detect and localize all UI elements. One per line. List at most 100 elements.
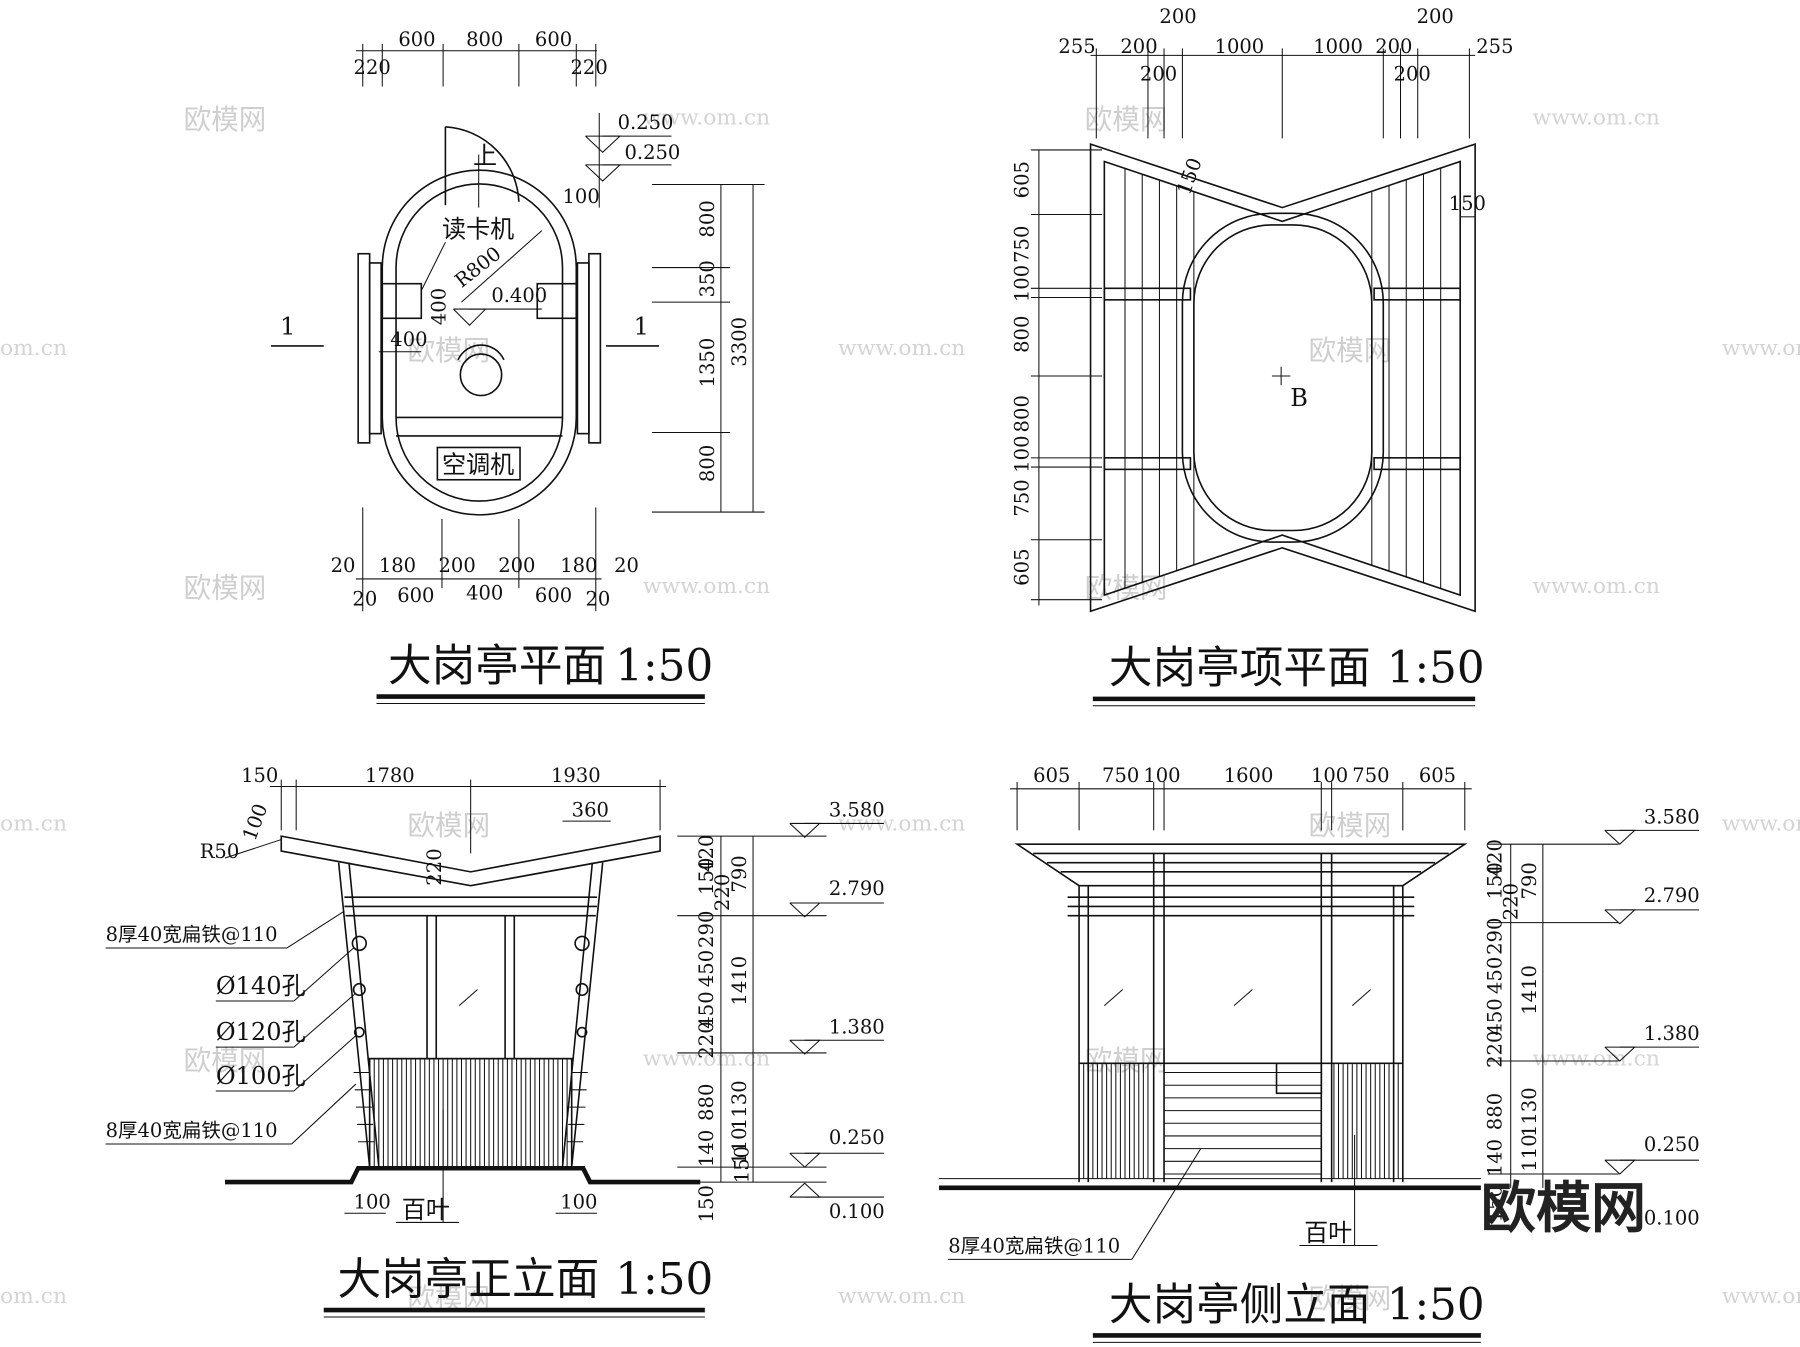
watermark-logo: 欧模网	[184, 103, 267, 136]
side-right-dim: 420	[1484, 839, 1507, 876]
side-right-total: 110	[1518, 1134, 1541, 1171]
side-level: 2.790	[1644, 884, 1700, 907]
plan-bottom-dim: 20	[352, 587, 377, 610]
side-top-dim: 750	[1352, 764, 1389, 787]
plan-bottom-dim: 20	[585, 587, 610, 610]
side-right-total: 1130	[1518, 1087, 1541, 1137]
air-conditioner-label: 空调机	[442, 451, 514, 479]
front-right-total: 110	[728, 1127, 751, 1164]
roof-left-dim: 605	[1011, 161, 1034, 198]
front-right-dim: 140	[695, 1130, 718, 1167]
roof-title: 大岗亭项平面	[1109, 643, 1371, 694]
side-right-dim: 450	[1484, 998, 1507, 1035]
side-level: 1.380	[1644, 1022, 1700, 1045]
watermark-logo: 欧模网	[408, 334, 491, 367]
side-top-dim: 100	[1311, 764, 1348, 787]
plan-right-dim: 350	[696, 260, 719, 297]
front-right-dim: 150	[731, 1146, 754, 1183]
front-title: 大岗亭正立面	[338, 1254, 600, 1305]
watermark-url: www.om.cn	[643, 106, 770, 131]
side-right-dim: 220	[1500, 883, 1523, 920]
side-level: 0.100	[1644, 1207, 1700, 1230]
plan-level: 0.250	[624, 141, 680, 164]
plan-dim-400: 400	[427, 288, 450, 325]
side-top-dim: 100	[1143, 764, 1180, 787]
watermark-url: www.om.cn	[643, 574, 770, 599]
plan-title: 大岗亭平面	[388, 640, 606, 691]
watermark-logo: 欧模网	[1309, 1282, 1392, 1315]
side-top-dim: 750	[1102, 764, 1139, 787]
side-right-dim: 150	[1484, 862, 1507, 899]
roof-top-dim: 200	[1120, 35, 1157, 58]
front-right-dim: 220	[695, 1021, 718, 1058]
front-right-dim: 150	[695, 1185, 718, 1222]
roof-left-dim: 750	[1011, 226, 1034, 263]
side-level: 3.580	[1644, 805, 1700, 828]
front-right-dim: 150	[695, 858, 718, 895]
front-note: Ø140孔	[216, 972, 306, 1000]
front-louver-label: 百叶	[402, 1196, 450, 1224]
front-note: 8厚40宽扁铁@110	[106, 1119, 278, 1142]
watermark-url: www.om.cn	[1722, 1284, 1800, 1309]
plan-bottom-dim: 600	[397, 584, 434, 607]
booth-side-elevation: 605 750 100 1600 100 750 605	[939, 764, 1700, 1343]
plan-top-dim: 800	[466, 28, 503, 51]
plan-bottom-dim: 20	[614, 554, 639, 577]
side-note: 8厚40宽扁铁@110	[948, 1234, 1120, 1257]
side-title: 大岗亭侧立面	[1109, 1279, 1371, 1330]
booth-roof-plan: 200 200 255 200 1000 1000 200 255 200 20…	[1011, 5, 1514, 707]
watermark-url: www.om.cn	[1533, 106, 1660, 131]
booth-front-elevation: 150 1780 1930 360 R50 100 220	[106, 764, 885, 1318]
side-louver-label: 百叶	[1304, 1219, 1352, 1247]
side-right-total: 790	[1518, 862, 1541, 899]
front-right-dim: 450	[695, 991, 718, 1028]
plan-scale: 1:50	[615, 640, 713, 691]
side-right-total: 1410	[1518, 965, 1541, 1015]
roof-dim-150: 150	[1172, 155, 1206, 198]
roof-top-dim: 200	[1140, 63, 1177, 86]
watermark-logo: 欧模网	[184, 1044, 267, 1077]
roof-top-dim: 255	[1476, 35, 1513, 58]
front-right-dim: 420	[695, 834, 718, 871]
front-note: 8厚40宽扁铁@110	[106, 923, 278, 946]
plan-total-dim: 3300	[728, 317, 751, 367]
side-top-dim: 605	[1419, 764, 1456, 787]
roof-top-dim: 200	[1375, 35, 1412, 58]
front-level: 2.790	[829, 877, 885, 900]
front-level: 0.250	[829, 1126, 885, 1149]
front-right-dim: 220	[711, 874, 734, 911]
front-dim-360: 360	[572, 798, 609, 821]
front-right-dim: 450	[695, 950, 718, 987]
plan-bottom-dim: 180	[560, 554, 597, 577]
roof-top-dim: 255	[1058, 35, 1095, 58]
plan-bottom-dim: 20	[331, 554, 356, 577]
front-top-dim: 1780	[365, 764, 415, 787]
plan-bottom-dim: 200	[439, 554, 476, 577]
brand-logo: 欧模网	[1481, 1176, 1646, 1241]
watermark-url: www.om.cn	[1533, 1047, 1660, 1072]
side-top-dim: 605	[1033, 764, 1070, 787]
watermark-url: om.cn	[0, 336, 67, 361]
plan-up-label: 上	[473, 142, 497, 170]
plan-right-dim: 800	[696, 200, 719, 237]
front-right-dim: 290	[695, 911, 718, 948]
plan-top-edge-dim: 220	[354, 56, 391, 79]
watermark-url: om.cn	[0, 811, 67, 836]
watermark-url: www.om.cn	[1722, 811, 1800, 836]
front-right-total: 1410	[728, 956, 751, 1006]
watermark-url: www.om.cn	[838, 336, 965, 361]
roof-left-dim: 800	[1011, 315, 1034, 352]
front-top-dim: 150	[241, 764, 278, 787]
side-right-dim: 880	[1484, 1093, 1507, 1130]
side-right-dim: 290	[1484, 917, 1507, 954]
front-note: Ø120孔	[216, 1018, 306, 1046]
front-level: 1.380	[829, 1015, 885, 1038]
roof-left-dim: 800	[1011, 395, 1034, 432]
section-mark: 1	[634, 312, 649, 340]
front-right-dim: 880	[695, 1084, 718, 1121]
front-level: 0.100	[829, 1200, 885, 1223]
front-level: 3.580	[829, 798, 885, 821]
front-bottom-dim: 100	[560, 1191, 597, 1214]
side-right-dim: 450	[1484, 957, 1507, 994]
side-right-dim: 140	[1484, 1139, 1507, 1176]
